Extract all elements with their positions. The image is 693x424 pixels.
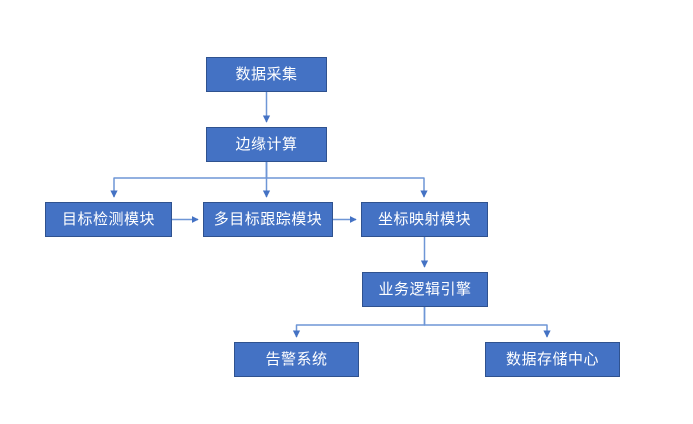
node-label-object-detection: 目标检测模块	[61, 211, 155, 228]
node-alarm-system[interactable]: 告警系统	[234, 342, 359, 377]
connector-edge-computing-to-object-detection	[110, 162, 268, 198]
node-data-storage[interactable]: 数据存储中心	[485, 342, 620, 377]
connector-business-logic-to-data-storage	[423, 307, 551, 338]
node-label-data-collection: 数据采集	[235, 66, 298, 83]
node-object-detection[interactable]: 目标检测模块	[45, 202, 172, 237]
connector-business-logic-to-alarm-system	[292, 307, 426, 338]
node-edge-computing[interactable]: 边缘计算	[206, 127, 327, 162]
node-label-business-logic: 业务逻辑引擎	[378, 281, 472, 298]
node-label-alarm-system: 告警系统	[265, 351, 328, 368]
node-label-edge-computing: 边缘计算	[235, 136, 298, 153]
node-multi-object-track[interactable]: 多目标跟踪模块	[203, 202, 333, 237]
node-coord-mapping[interactable]: 坐标映射模块	[361, 202, 488, 237]
node-data-collection[interactable]: 数据采集	[206, 57, 327, 92]
node-label-data-storage: 数据存储中心	[505, 351, 599, 368]
node-business-logic[interactable]: 业务逻辑引擎	[362, 272, 488, 307]
node-label-coord-mapping: 坐标映射模块	[377, 211, 471, 228]
node-label-multi-object-track: 多目标跟踪模块	[213, 211, 323, 228]
connector-edge-computing-to-coord-mapping	[265, 162, 428, 198]
